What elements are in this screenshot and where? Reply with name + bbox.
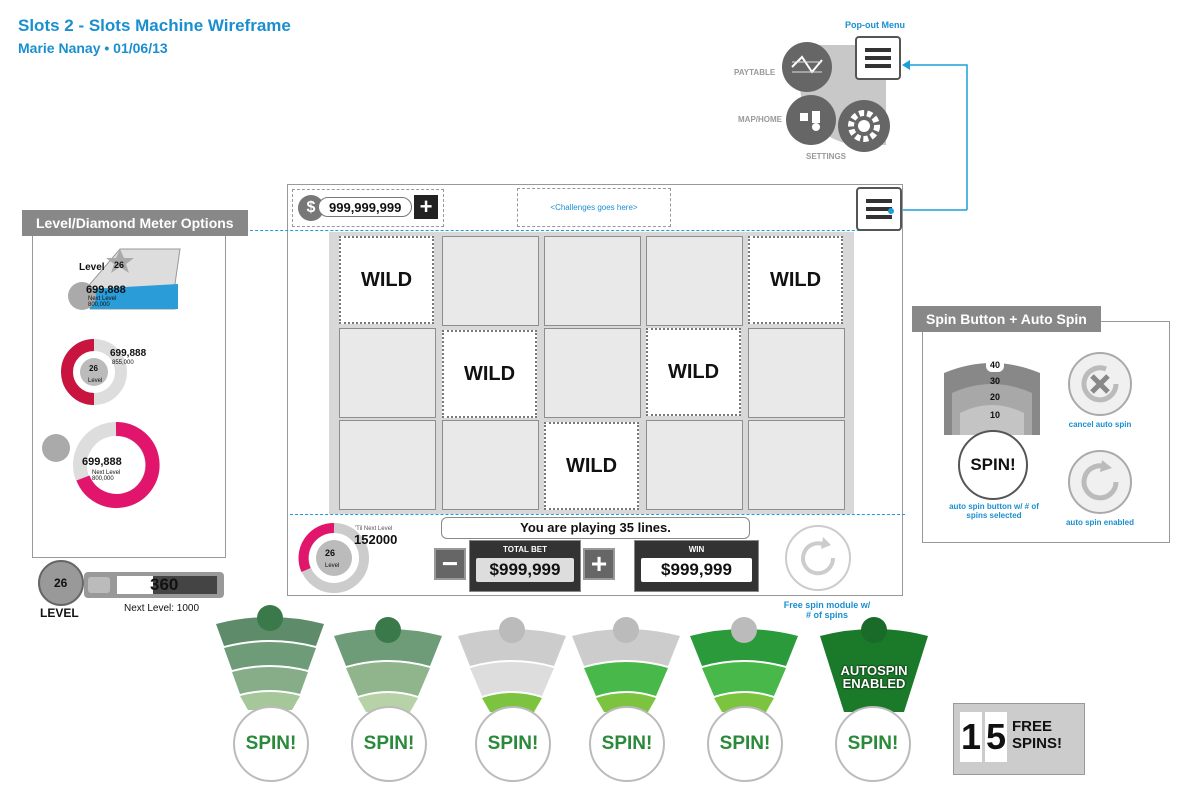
spin-button-variant-6[interactable]: SPIN! [835, 706, 911, 782]
map-icon [800, 111, 820, 131]
reel-cell-wild: WILD [544, 422, 639, 510]
reel-cell [544, 328, 641, 418]
spin-button-variant-5[interactable]: SPIN! [707, 706, 783, 782]
level-meter-option-2 [61, 339, 127, 405]
auto-spin-caption: auto spin button w/ # of spins selected [949, 502, 1039, 520]
balance-value: 999,999,999 [318, 197, 412, 217]
map-home-button[interactable] [786, 95, 836, 145]
challenges-placeholder: <Challenges goes here> [517, 188, 671, 227]
option1-level-number: 26 [114, 260, 125, 270]
bet-decrease-button[interactable]: − [434, 548, 466, 580]
level-options-title: Level/Diamond Meter Options [22, 210, 248, 236]
spin-panel-title: Spin Button + Auto Spin [912, 306, 1101, 332]
reel-cell-wild: WILD [442, 330, 537, 418]
level-bar-value: 360 [150, 575, 179, 594]
reel-cell [748, 328, 845, 418]
cancel-auto-spin-icon[interactable] [1066, 350, 1134, 418]
spin-button-placeholder[interactable] [783, 523, 853, 593]
reel-cell-wild: WILD [339, 236, 434, 324]
option3-value: 699,888 [82, 456, 122, 468]
option1-next-label: Next Level [88, 296, 117, 302]
win-box: WIN $999,999 [634, 540, 759, 592]
spin-button-variant-1[interactable]: SPIN! [233, 706, 309, 782]
game-menu-button[interactable] [856, 187, 902, 231]
option1-level-label: Level [79, 262, 105, 273]
guide-line-bottom [290, 514, 905, 515]
popout-label: Pop-out Menu [845, 20, 905, 30]
option3-next-value: 800,000 [92, 476, 114, 482]
option2-level-label: Level [88, 378, 103, 384]
gear-icon [848, 110, 880, 142]
level-bar-label: LEVEL [40, 606, 79, 620]
cancel-caption: cancel auto spin [1068, 420, 1132, 429]
free-spins-digit-1: 1 [960, 712, 982, 762]
till-next-value: 152000 [354, 532, 398, 547]
option1-value: 699,888 [86, 284, 126, 296]
level-meter-option-1 [68, 248, 181, 310]
reel-cell [748, 420, 845, 510]
win-value: $999,999 [641, 558, 752, 582]
reel-cell [339, 420, 436, 510]
auto-spin-10[interactable]: 10 [989, 410, 1000, 420]
free-spins-text: FREE SPINS! [1012, 718, 1063, 752]
free-spins-digit-2: 5 [985, 712, 1007, 762]
page-title: Slots 2 - Slots Machine Wireframe [18, 16, 291, 35]
settings-button[interactable] [838, 100, 890, 152]
auto-spin-40[interactable]: 40 [986, 358, 1004, 372]
level-bar-level: 26 [54, 576, 68, 590]
lines-status: You are playing 35 lines. [441, 517, 750, 539]
paytable-button[interactable] [782, 42, 832, 92]
option1-next-value: 800,000 [88, 302, 110, 308]
auto-spin-20[interactable]: 20 [989, 392, 1000, 402]
level-meter [298, 522, 369, 593]
settings-label: SETTINGS [806, 152, 847, 161]
hamburger-icon [865, 48, 891, 68]
bet-increase-button[interactable]: + [583, 548, 615, 580]
option2-value: 699,888 [110, 348, 147, 359]
level-badge [38, 560, 84, 606]
auto-spin-30[interactable]: 30 [989, 376, 1000, 386]
option2-level-number: 26 [89, 364, 98, 373]
auto-spin-fan [944, 363, 1040, 435]
hamburger-icon [866, 199, 894, 219]
autospin-enabled-label: AUTOSPIN ENABLED [840, 663, 908, 691]
paytable-label: PAYTABLE [734, 68, 776, 77]
free-spin-caption: Free spin module w/ # of spins [783, 600, 871, 620]
level-bar-next: Next Level: 1000 [124, 603, 200, 614]
popout-menu-button[interactable] [855, 36, 901, 80]
balance-box [292, 189, 444, 227]
total-bet-box: TOTAL BET $999,999 [469, 540, 581, 592]
win-label: WIN [688, 545, 705, 554]
till-next-label: 'Til Next Level [355, 526, 393, 532]
hud-level-label: Level [325, 563, 340, 569]
total-bet-value: $999,999 [476, 558, 574, 582]
level-bar-fill [117, 576, 153, 594]
hud-level-number: 26 [325, 548, 336, 558]
total-bet-label: TOTAL BET [503, 545, 547, 554]
spin-variants-fans [216, 605, 928, 712]
level-meter-option-3 [42, 421, 160, 508]
option2-sub: 855,000 [112, 360, 134, 366]
reel-cell-wild: WILD [748, 236, 843, 324]
reel-cell [442, 420, 539, 510]
reel-cell [646, 236, 743, 326]
map-home-label: MAP/HOME [738, 115, 782, 124]
reel-cell [544, 236, 641, 326]
reel-cell [442, 236, 539, 326]
reel-cell [646, 420, 743, 510]
reel-cell-wild: WILD [646, 328, 741, 416]
paytable-icon [791, 55, 823, 74]
spin-button-variant-3[interactable]: SPIN! [475, 706, 551, 782]
guide-line-top [230, 230, 900, 231]
auto-spin-enabled-icon[interactable] [1066, 448, 1134, 516]
add-coins-button[interactable]: + [414, 195, 438, 219]
panel-spin-button[interactable]: SPIN! [958, 430, 1028, 500]
reel-cell [339, 328, 436, 418]
page-subtitle: Marie Nanay • 01/06/13 [18, 40, 168, 56]
enabled-caption: auto spin enabled [1065, 518, 1134, 527]
option3-next-label: Next Level [92, 470, 121, 476]
spin-button-variant-2[interactable]: SPIN! [351, 706, 427, 782]
diamond-icon [88, 577, 110, 593]
spin-button-variant-4[interactable]: SPIN! [589, 706, 665, 782]
